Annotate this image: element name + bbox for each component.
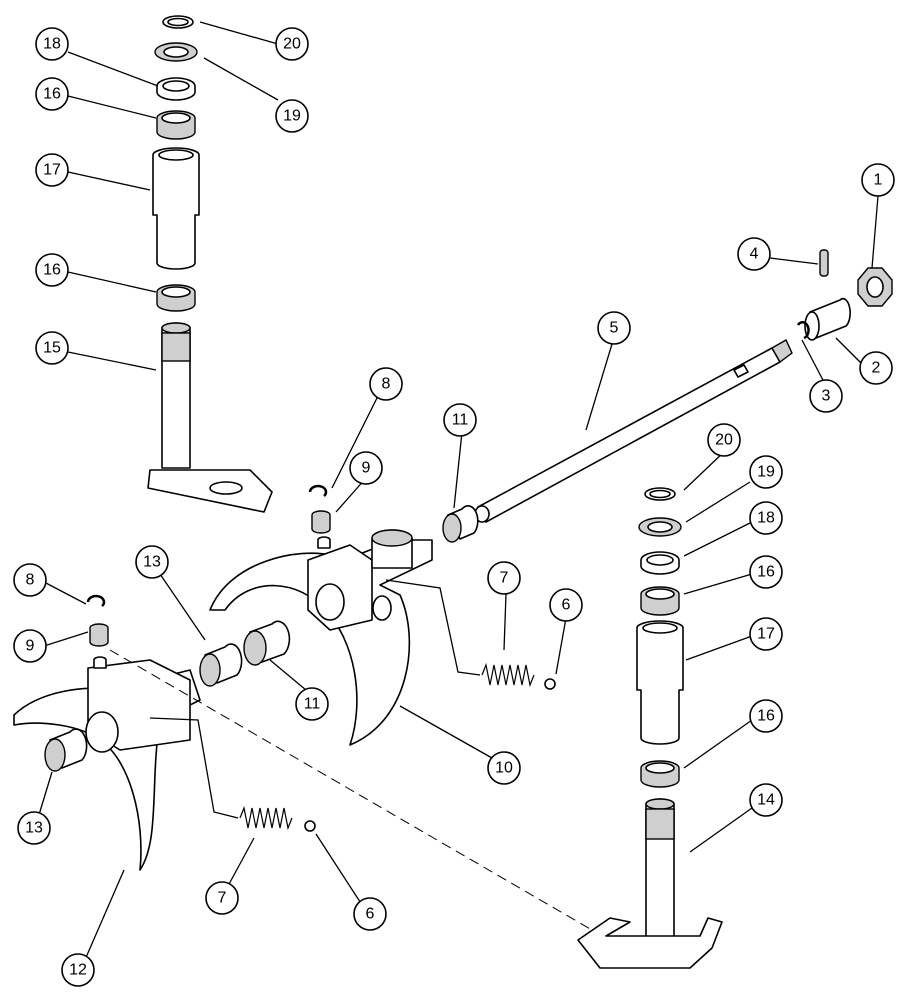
svg-text:6: 6 [562, 597, 571, 614]
shaft-assembly-right [577, 487, 723, 969]
detent-ball [304, 820, 316, 832]
e-clip [308, 484, 328, 497]
callout-18-left: 18 [35, 27, 69, 61]
callout-1: 1 [861, 163, 895, 197]
svg-text:18: 18 [43, 36, 61, 53]
callout-13-upper: 13 [135, 545, 169, 579]
svg-text:1: 1 [874, 172, 883, 189]
callout-16-top-right: 16 [749, 555, 783, 589]
svg-text:5: 5 [610, 320, 619, 337]
svg-text:11: 11 [304, 696, 321, 713]
svg-text:11: 11 [452, 412, 469, 429]
svg-text:8: 8 [26, 572, 35, 589]
shaft-base-plate [577, 917, 723, 969]
svg-text:6: 6 [366, 906, 375, 923]
callout-3: 3 [809, 379, 843, 413]
callout-12: 12 [61, 953, 95, 987]
callout-9-lower: 9 [13, 629, 47, 663]
shaft-assembly-left [147, 15, 273, 513]
svg-text:17: 17 [757, 626, 775, 643]
callout-11-lower: 11 [295, 687, 329, 721]
svg-text:19: 19 [757, 464, 775, 481]
callout-20-left: 20 [275, 27, 309, 61]
callout-16-top-left: 16 [35, 77, 69, 111]
callout-14: 14 [749, 783, 783, 817]
callout-19-left: 19 [275, 99, 309, 133]
svg-text:14: 14 [757, 792, 775, 809]
svg-text:19: 19 [283, 108, 301, 125]
svg-text:3: 3 [822, 388, 831, 405]
roll-pin [819, 249, 829, 277]
detent-cup [89, 623, 109, 647]
callout-16-mid-left: 16 [35, 253, 69, 287]
callout-7-upper: 7 [487, 561, 521, 595]
callout-4: 4 [737, 237, 771, 271]
callout-7-lower: 7 [205, 881, 239, 915]
svg-text:8: 8 [382, 376, 391, 393]
callout-5: 5 [597, 311, 631, 345]
svg-text:18: 18 [757, 510, 775, 527]
svg-text:12: 12 [69, 962, 87, 979]
e-clip [86, 594, 106, 607]
svg-text:15: 15 [43, 340, 61, 357]
callout-6-upper: 6 [549, 588, 583, 622]
svg-text:9: 9 [362, 460, 371, 477]
callout-6-lower: 6 [353, 897, 387, 931]
bushing [447, 505, 479, 540]
callout-17-left: 17 [35, 153, 69, 187]
callout-16-low-right: 16 [749, 699, 783, 733]
svg-text:17: 17 [43, 162, 61, 179]
callout-17-right: 17 [749, 617, 783, 651]
callout-15: 15 [35, 331, 69, 365]
shift-fork-lower [13, 656, 201, 871]
svg-text:20: 20 [283, 36, 301, 53]
callout-18-right: 18 [749, 501, 783, 535]
svg-text:7: 7 [218, 890, 227, 907]
rail-assembly [442, 249, 893, 543]
shaft-base-plate [147, 469, 273, 513]
svg-text:4: 4 [750, 246, 759, 263]
callout-20-right: 20 [707, 423, 741, 457]
callout-10: 10 [487, 751, 521, 785]
callout-8-upper: 8 [369, 367, 403, 401]
callouts: 1 2 3 4 5 6 6 7 7 8 8 9 9 10 11 11 12 13… [13, 27, 895, 987]
e-clip [796, 321, 810, 340]
callout-2: 2 [859, 351, 893, 385]
svg-text:13: 13 [143, 554, 161, 571]
detent-spring [481, 662, 535, 688]
shift-fork-upper [209, 529, 433, 746]
svg-text:13: 13 [25, 820, 43, 837]
svg-text:16: 16 [43, 86, 61, 103]
svg-text:16: 16 [43, 262, 61, 279]
detent-cup [311, 510, 331, 534]
callout-9-upper: 9 [349, 451, 383, 485]
svg-text:7: 7 [500, 570, 509, 587]
sleeve-collar [809, 297, 851, 339]
svg-text:16: 16 [757, 708, 775, 725]
callout-19-right: 19 [749, 455, 783, 489]
callout-13-lower: 13 [17, 811, 51, 845]
sleeve [152, 147, 200, 270]
svg-text:16: 16 [757, 564, 775, 581]
detent-ball [544, 678, 556, 690]
svg-text:10: 10 [495, 760, 513, 777]
svg-text:9: 9 [26, 638, 35, 655]
sleeve [636, 620, 684, 745]
callout-8-lower: 8 [13, 563, 47, 597]
detent-spring [239, 805, 293, 831]
svg-text:2: 2 [872, 360, 881, 377]
leader-lines [37, 21, 879, 963]
callout-11-upper: 11 [443, 403, 477, 437]
svg-text:20: 20 [715, 432, 733, 449]
